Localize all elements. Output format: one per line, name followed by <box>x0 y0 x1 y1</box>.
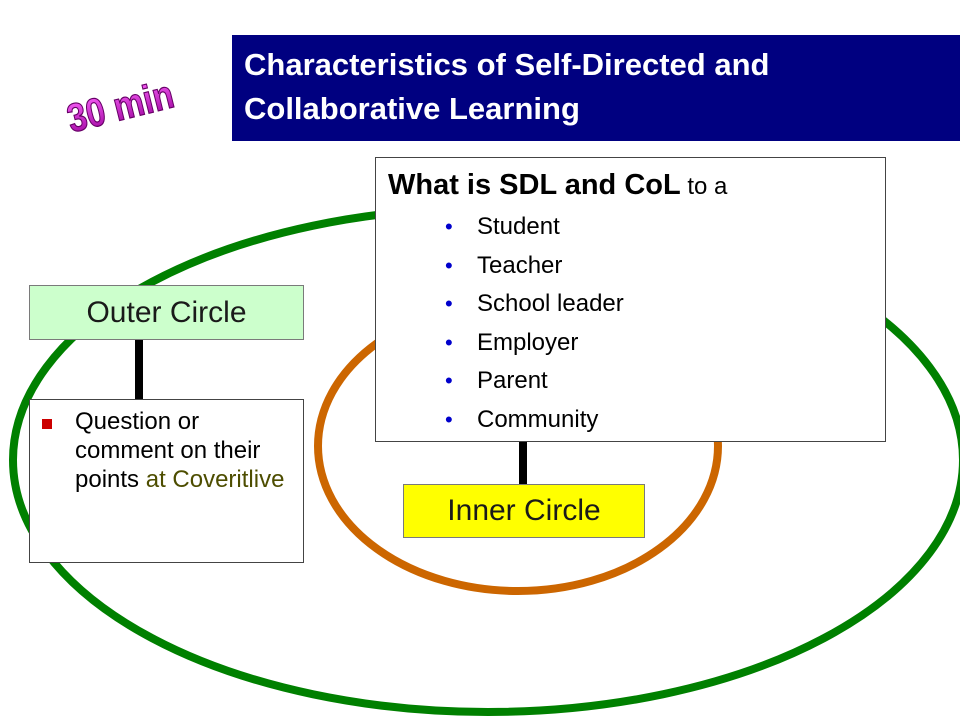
role-label: Community <box>477 405 599 433</box>
bullet-dot-icon: • <box>445 368 453 393</box>
sdl-col-heading-bold: What is SDL and CoL <box>388 169 681 201</box>
bullet-dot-icon: • <box>445 329 453 355</box>
role-label: School leader <box>477 290 624 317</box>
title-line-2: Collaborative Learning <box>244 91 580 126</box>
slide-title: Characteristics of Self-Directed and Col… <box>232 35 960 141</box>
square-bullet-icon <box>42 419 52 429</box>
bullet-dot-icon: • <box>445 252 453 278</box>
question-at: at <box>139 466 173 493</box>
role-item: • Student <box>388 208 885 247</box>
bullet-dot-icon: • <box>445 214 453 239</box>
role-item: • Teacher <box>388 247 885 286</box>
role-item: • School leader <box>388 285 885 324</box>
question-box: Question or comment on their points at C… <box>29 399 304 563</box>
role-item: • Employer <box>388 324 885 363</box>
time-badge: 30 min <box>62 72 179 142</box>
role-label: Parent <box>477 367 548 394</box>
question-text: Question or comment on their points <box>75 408 261 493</box>
role-label: Student <box>477 213 560 240</box>
time-badge-text: 30 min <box>63 73 178 142</box>
platform-name: Coveritlive <box>172 466 285 493</box>
bullet-dot-icon: • <box>445 406 453 432</box>
sdl-col-heading-rest: to a <box>680 173 728 200</box>
bullet-dot-icon: • <box>445 291 453 316</box>
inner-circle-label-text: Inner Circle <box>447 494 601 527</box>
roles-list: • Student • Teacher • School leader • Employ… <box>388 208 885 439</box>
outer-circle-label: Outer Circle <box>29 285 304 340</box>
role-label: Employer <box>477 328 579 356</box>
sdl-col-heading: What is SDL and CoL to a <box>388 164 885 208</box>
role-item: • Community <box>388 401 885 440</box>
title-line-1: Characteristics of Self-Directed and <box>244 47 770 82</box>
role-label: Teacher <box>477 251 563 279</box>
inner-circle-label: Inner Circle <box>403 484 645 538</box>
outer-circle-label-text: Outer Circle <box>86 296 247 329</box>
role-item: • Parent <box>388 362 885 401</box>
sdl-col-box: What is SDL and CoL to a • Student • Teach… <box>375 157 886 442</box>
